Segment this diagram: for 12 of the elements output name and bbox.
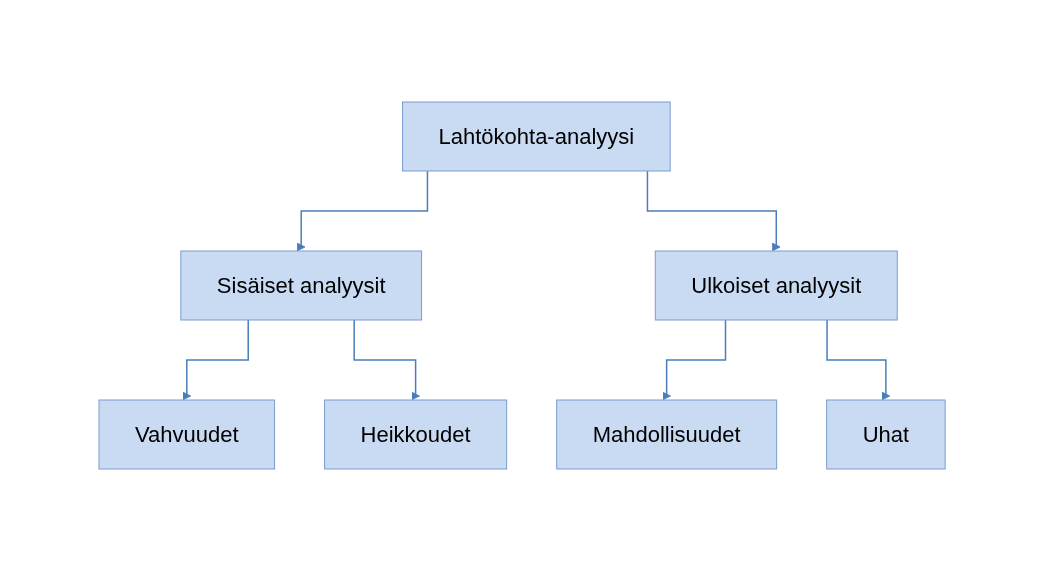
arrow [662, 319, 727, 401]
arrow [297, 170, 429, 252]
node-box: Lahtökohta-analyysi [402, 101, 672, 172]
node-box: Ulkoiset analyysit [655, 250, 899, 321]
node-box: Vahvuudet [98, 399, 276, 470]
node-box: Heikkoudet [324, 399, 508, 470]
node-box: Mahdollisuudet [556, 399, 778, 470]
arrow [353, 319, 421, 401]
arrow [182, 319, 250, 401]
arrow [826, 319, 891, 401]
node-box: Uhat [826, 399, 947, 470]
node-box: Sisäiset analyysit [180, 250, 423, 321]
